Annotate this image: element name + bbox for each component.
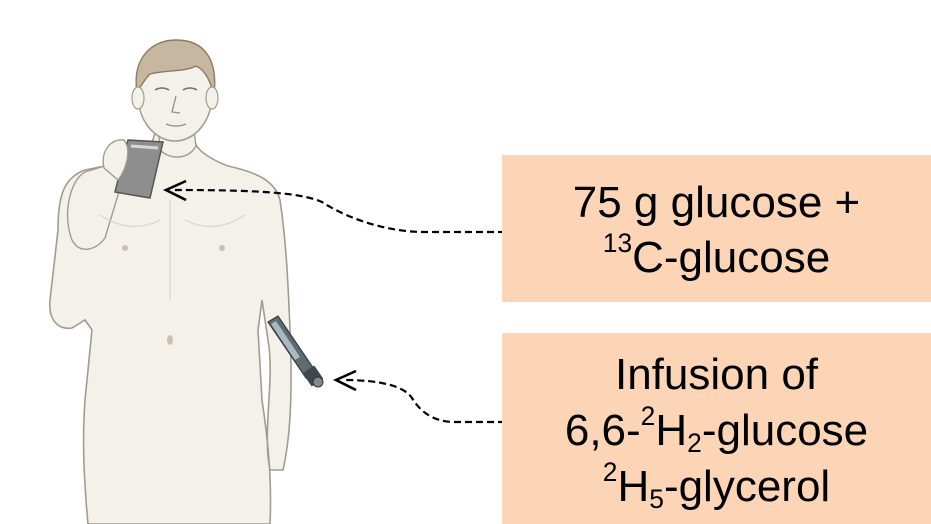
hydrogen-count-subscript-1: 2: [687, 428, 702, 458]
hydrogen-count-subscript-2: 5: [649, 484, 664, 514]
carbon13-superscript: 13: [603, 228, 632, 258]
ear-left: [132, 87, 144, 109]
oral-glucose-line2: 13C-glucose: [502, 230, 931, 285]
hydrogen-symbol-1: H: [655, 406, 687, 455]
oral-glucose-line1: 75 g glucose +: [502, 175, 931, 230]
c-glucose-text: C-glucose: [632, 233, 830, 282]
glass-highlight: [131, 146, 158, 148]
human-figure-illustration: [50, 40, 324, 524]
nipple-left: [122, 245, 128, 251]
infusion-label-box: Infusion of 6,6-2H2-glucose 2H5-glycerol: [502, 333, 931, 524]
oral-glucose-label-box: 75 g glucose + 13C-glucose: [502, 155, 931, 302]
infusion-line2: 6,6-2H2-glucose: [502, 403, 931, 459]
infusion-line3-suffix: -glycerol: [664, 462, 830, 511]
deuterium-superscript-1: 2: [641, 401, 656, 431]
arrow-to-catheter: [336, 371, 505, 422]
infusion-line3: 2H5-glycerol: [502, 459, 931, 515]
hydrogen-symbol-2: H: [617, 462, 649, 511]
nipple-right: [219, 245, 225, 251]
infusion-line2-suffix: -glucose: [702, 406, 868, 455]
ear-right: [206, 87, 218, 109]
infusion-line2-prefix: 6,6-: [565, 406, 641, 455]
deuterium-superscript-2: 2: [603, 457, 618, 487]
infusion-line1: Infusion of: [502, 347, 931, 403]
navel: [167, 335, 173, 345]
